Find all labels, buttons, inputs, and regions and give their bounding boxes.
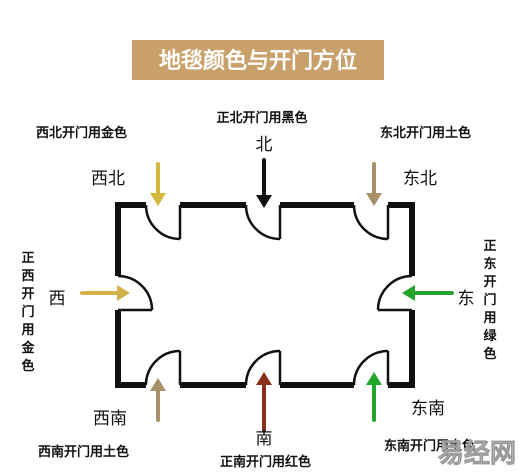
svg-text:绿: 绿 xyxy=(483,328,497,344)
arrow-southwest xyxy=(150,378,166,422)
note-southwest: 西南开门用土色 xyxy=(38,444,129,460)
svg-text:用: 用 xyxy=(20,323,34,338)
title-banner xyxy=(132,40,384,80)
svg-text:色: 色 xyxy=(21,358,34,374)
svg-text:开: 开 xyxy=(483,275,496,290)
note-northeast: 东北开门用土色 xyxy=(380,125,471,141)
door-arc-northwest xyxy=(144,204,181,241)
watermark: 易经网 xyxy=(438,438,516,469)
direction-west-label: 西 xyxy=(49,289,66,309)
note-north: 正北开门用黑色 xyxy=(216,110,307,126)
svg-text:正: 正 xyxy=(483,239,496,254)
arrow-west xyxy=(80,285,130,301)
svg-text:金: 金 xyxy=(20,340,35,356)
door-gap-northwest xyxy=(146,200,180,210)
arrow-south xyxy=(256,372,272,432)
door-arc-southeast xyxy=(352,349,389,386)
note-south: 正南开门用红色 xyxy=(220,454,311,470)
room-wall xyxy=(115,202,415,388)
door-arc-south xyxy=(244,349,281,386)
door-arc-north xyxy=(244,204,281,241)
direction-southeast-label: 东南 xyxy=(411,399,445,419)
svg-text:西: 西 xyxy=(21,269,34,284)
arrow-southeast xyxy=(366,372,382,422)
direction-northeast-label: 东北 xyxy=(403,169,437,189)
svg-text:正: 正 xyxy=(21,251,34,266)
direction-northwest-label: 西北 xyxy=(91,169,125,189)
note-southeast: 东南开门用土色 xyxy=(384,438,475,454)
svg-text:用: 用 xyxy=(482,311,496,326)
arrow-north xyxy=(256,158,272,208)
svg-text:门: 门 xyxy=(483,292,496,308)
direction-east-label: 东 xyxy=(458,289,475,309)
door-gap-southwest xyxy=(146,380,180,390)
diagram-title: 地毯颜色与开门方位 xyxy=(159,48,357,74)
door-arc-east xyxy=(376,274,413,311)
doors-group xyxy=(113,200,417,390)
direction-southwest-label: 西南 xyxy=(93,409,127,429)
door-arc-west xyxy=(117,274,154,311)
svg-text:色: 色 xyxy=(483,346,496,362)
direction-north-label: 北 xyxy=(256,135,273,155)
arrow-northeast xyxy=(366,162,382,206)
direction-south-label: 南 xyxy=(256,429,273,449)
svg-text:开: 开 xyxy=(21,287,34,302)
door-gap-northeast xyxy=(354,200,388,210)
arrow-northwest xyxy=(150,162,166,206)
arrows-group xyxy=(80,158,454,432)
door-arc-northeast xyxy=(352,204,389,241)
arrow-east xyxy=(402,285,454,301)
svg-text:门: 门 xyxy=(21,304,34,320)
svg-text:东: 东 xyxy=(483,256,496,272)
note-northwest: 西北开门用金色 xyxy=(36,125,127,141)
door-arc-southwest xyxy=(144,349,181,386)
